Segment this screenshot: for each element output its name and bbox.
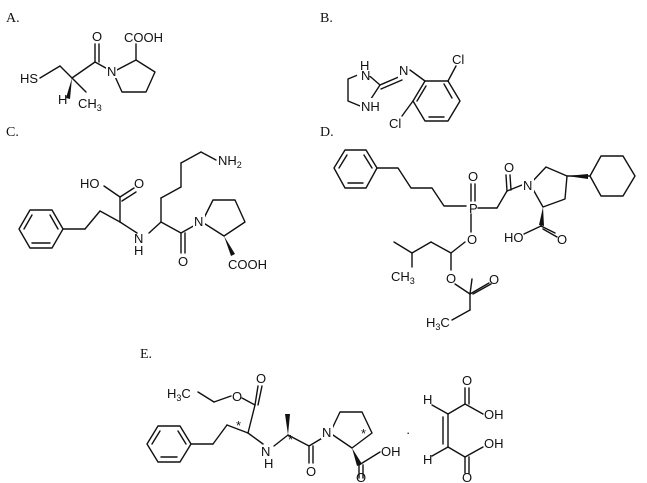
atom-d-p: P <box>469 201 478 216</box>
structure-c: C. HO O N H NH2 O <box>6 125 267 272</box>
panel-label-c: C. <box>6 125 19 140</box>
atom-e-o2: O <box>462 470 472 483</box>
atom-b-n-eq: N <box>399 63 408 78</box>
atom-e-star-2: * <box>288 432 293 447</box>
atom-e-star-1: * <box>236 418 241 433</box>
atom-c-o-amide: O <box>178 254 188 269</box>
atom-e-o-acid: O <box>356 470 366 483</box>
atom-e-h1: H <box>423 392 432 407</box>
atom-b-n-top: N <box>361 68 370 83</box>
atom-c-ho: HO <box>80 176 100 191</box>
atom-d-n: N <box>523 178 532 193</box>
panel-label-d: D. <box>320 125 334 140</box>
atom-d-ch3: CH3 <box>391 269 415 286</box>
atom-c-cooh: COOH <box>228 257 267 272</box>
atom-e-n-pro: N <box>322 425 331 440</box>
atom-e-n-nh: N <box>261 444 270 459</box>
atom-a-cooh: COOH <box>124 30 163 45</box>
atom-b-nh-bottom: NH <box>361 99 380 114</box>
atom-c-n-pro: N <box>194 214 203 229</box>
atom-e-oh: OH <box>381 444 401 459</box>
atom-d-o-carb: O <box>489 272 499 287</box>
atom-d-o-p: O <box>468 169 478 184</box>
atom-d-h3c: H3C <box>426 315 450 332</box>
atom-c-n: N <box>134 231 143 246</box>
atom-d-o-ester: O <box>467 232 477 247</box>
structure-b: B. H N NH N Cl Cl <box>320 11 464 131</box>
atom-e-o-ester: O <box>256 371 266 386</box>
atom-e-oh1: OH <box>484 407 504 422</box>
atom-a-n: N <box>107 64 116 79</box>
atom-c-o-acid: O <box>134 176 144 191</box>
panel-label-b: B. <box>320 11 333 26</box>
structure-e: E. H3C O O * N H * O N <box>140 347 504 483</box>
atom-a-o: O <box>92 29 102 44</box>
atom-e-o1: O <box>462 373 472 388</box>
atom-d-ho: HO <box>504 230 524 245</box>
atom-e-h3c: H3C <box>167 386 191 403</box>
atom-d-o-amide: O <box>504 160 514 175</box>
atom-e-h2: H <box>423 452 432 467</box>
atom-e-h-nh: H <box>264 456 273 471</box>
atom-b-h-top: H <box>360 58 369 73</box>
atom-e-o-amide: O <box>306 464 316 479</box>
atom-e-oh2: OH <box>484 436 504 451</box>
atom-e-star-3: * <box>361 426 366 441</box>
atom-e-o-ether: O <box>232 389 242 404</box>
structure-d: D. P O O N HO O O <box>320 125 636 332</box>
atom-d-o-acyl: O <box>446 271 456 286</box>
structure-a: A. COOH O N HS H CH3 <box>6 11 163 113</box>
atom-a-h: H <box>58 92 67 107</box>
atom-c-h: H <box>134 243 143 258</box>
panel-label-e: E. <box>140 347 152 362</box>
atom-a-sh: HS <box>20 71 38 86</box>
atom-b-cl-top: Cl <box>452 52 464 67</box>
atom-c-nh2: NH2 <box>218 153 242 170</box>
panel-label-a: A. <box>6 11 20 26</box>
salt-separator-dot: · <box>406 425 410 440</box>
atom-b-cl-bottom: Cl <box>389 116 401 131</box>
atom-a-ch3: CH3 <box>78 96 102 113</box>
atom-d-o-acid: O <box>557 232 567 247</box>
